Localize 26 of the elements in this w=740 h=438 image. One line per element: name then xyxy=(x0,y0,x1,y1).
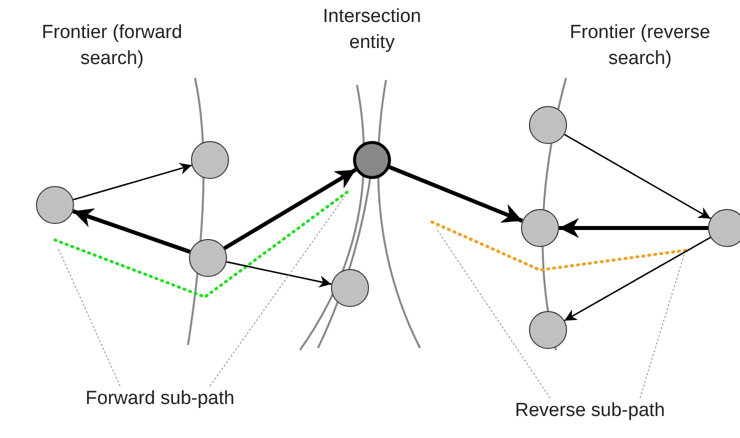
leader-line xyxy=(640,254,684,398)
entity-circle xyxy=(529,106,567,144)
entity-circle xyxy=(331,269,369,307)
entity-circle xyxy=(191,141,229,179)
frontier-label: Intersection entity xyxy=(322,5,422,55)
leader-line xyxy=(58,248,120,386)
entity-circle xyxy=(189,239,227,277)
leader-line xyxy=(436,228,550,398)
entity-circle xyxy=(708,209,740,247)
arrow xyxy=(388,165,524,223)
arrow xyxy=(559,218,708,238)
arrow xyxy=(564,236,711,322)
entity-circle xyxy=(353,141,391,179)
leader-line xyxy=(210,196,346,386)
entity-circle xyxy=(36,186,74,224)
frontier-label: Frontier (reverse search) xyxy=(568,21,712,71)
arrow xyxy=(73,162,192,200)
path-label: Reverse sub-path xyxy=(490,398,690,424)
arrow xyxy=(223,168,357,250)
entity-circle xyxy=(529,311,567,349)
arrow xyxy=(564,134,711,220)
arrow xyxy=(72,208,191,254)
entity-circle xyxy=(521,209,559,247)
arrow xyxy=(226,261,332,288)
frontier-label: Frontier (forward search) xyxy=(40,21,184,71)
path-label: Forward sub-path xyxy=(60,386,260,412)
